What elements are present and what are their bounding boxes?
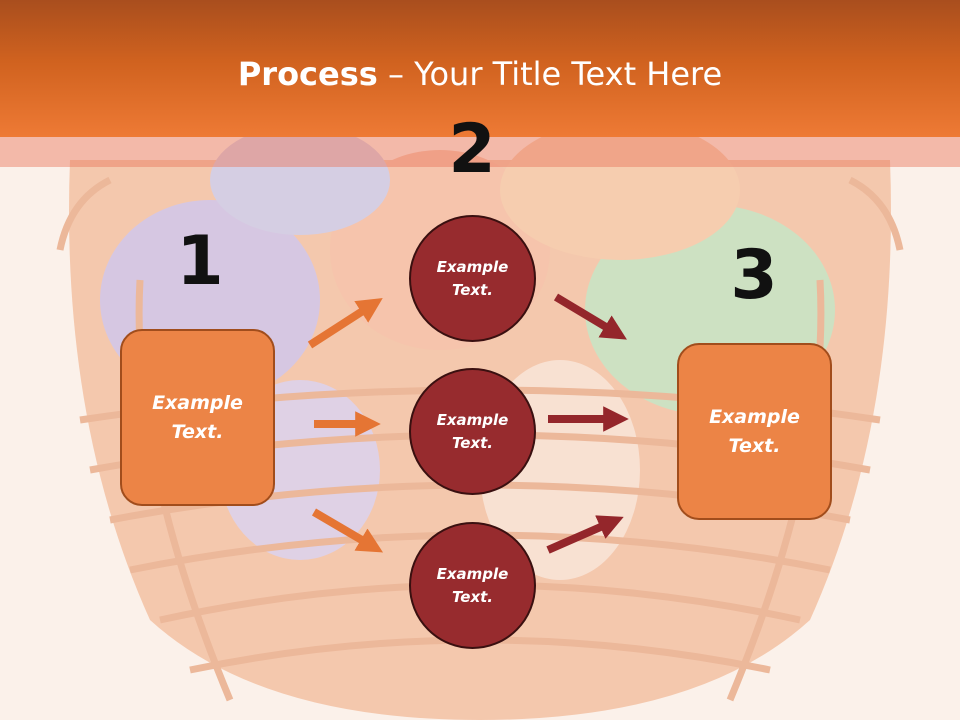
arrow-bottom-to-right [546, 515, 624, 554]
header-strip [0, 137, 960, 167]
arrow-left-to-top [307, 298, 383, 349]
title-bold: Process [237, 55, 378, 93]
step-number-3: 3 [730, 236, 778, 315]
title-rest: – Your Title Text Here [377, 55, 723, 93]
slide-title: Process – Your Title Text Here [0, 52, 960, 96]
arrow-top-to-right [553, 293, 627, 340]
step-number-2: 2 [448, 110, 496, 189]
step-number-1: 1 [176, 222, 224, 301]
header-band [0, 0, 960, 137]
arrow-left-to-bottom [311, 508, 384, 553]
